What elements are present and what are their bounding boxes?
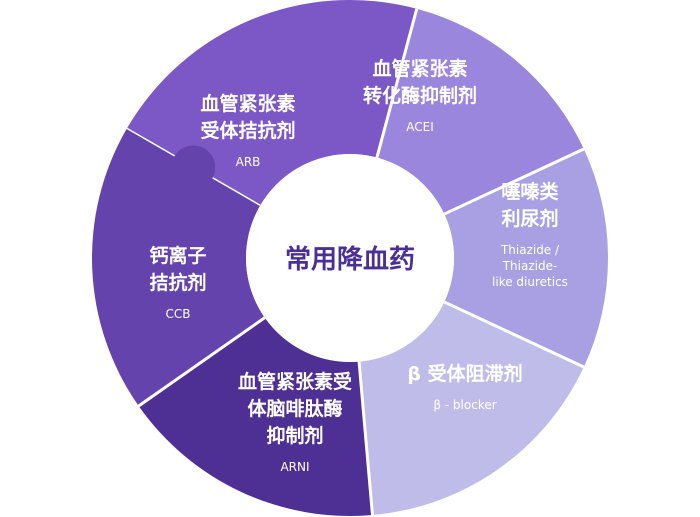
center-circle [246,154,454,362]
segment-arni-subtitle-line: ARNI [280,460,309,474]
segment-arni-title-line: 体脑啡肽酶 [247,397,342,420]
segment-ccb-subtitle-line: CCB [166,307,191,321]
segment-divider-arni [357,361,374,516]
segment-divider-ccb [137,316,266,408]
segment-arb-title-line: 血管紧张素 [200,92,295,115]
segments-layer [91,0,608,516]
segment-arni-title-line: 抑制剂 [266,424,323,447]
segment-thiazide-subtitle-line: Thiazide / [500,243,560,257]
segment-acei-subtitle-line: ACEI [406,120,434,134]
segment-ccb-title-line: 拮抗剂 [149,271,206,294]
segment-beta-title-line: β 受体阻滞剂 [407,362,522,385]
segment-arb-title-line: 受体拮抗剂 [200,119,295,142]
segment-ccb [91,129,265,406]
segment-thiazide-subtitle-line: Thiazide- [502,259,558,273]
segment-acei [376,8,584,215]
segment-beta [359,301,584,516]
segment-thiazide-title-line: 利尿剂 [501,207,558,230]
segment-thiazide-title-line: 噻嗪类 [501,180,558,203]
segment-acei-title-line: 转化酶抑制剂 [363,84,477,107]
segment-divider-thiazide [443,147,585,216]
segment-acei-title-line: 血管紧张素 [372,57,467,80]
segment-arni-title-line: 血管紧张素受 [238,370,352,393]
segment-thiazide [444,148,608,368]
segment-thiazide-subtitle-line: like diuretics [492,275,568,289]
segment-divider-acei [375,8,419,158]
segment-beta-subtitle-line: β - blocker [433,398,496,412]
center-label: 常用降血药 [285,245,415,275]
segment-arb-subtitle-line: ARB [236,155,261,169]
segment-divider-beta [443,300,585,369]
segment-ccb-title-line: 钙离子 [149,244,206,267]
puzzle-knob-ccb [171,145,216,190]
labels-layer: 血管紧张素受体拮抗剂ARB血管紧张素转化酶抑制剂ACEI噻嗪类利尿剂Thiazi… [149,57,567,474]
